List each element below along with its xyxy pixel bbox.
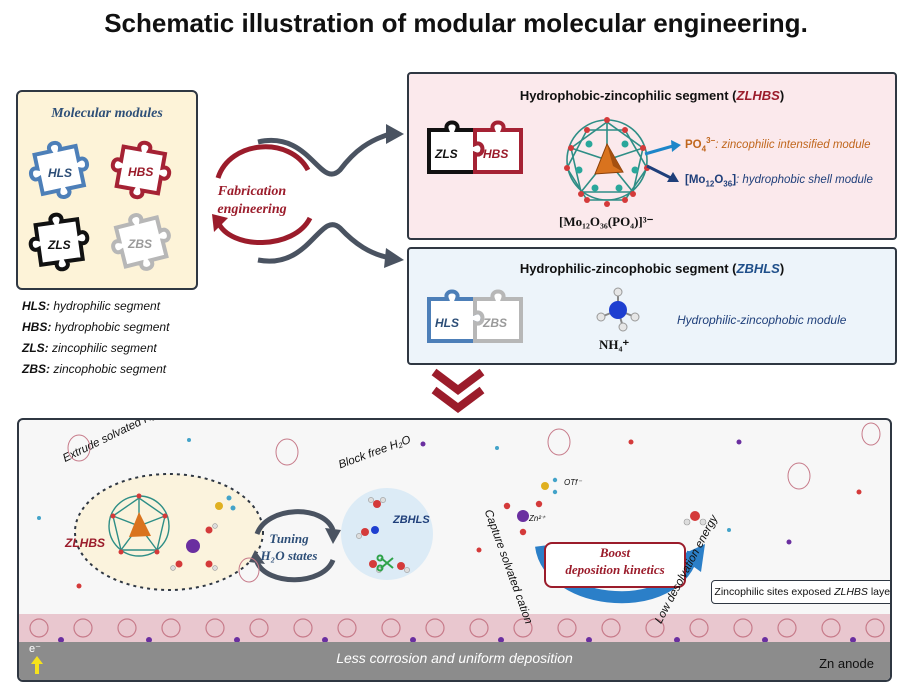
zlhbs-title: Hydrophobic-zincophilic segment (ZLHBS): [519, 88, 785, 103]
zls-puzzle-icon: ZLS: [28, 212, 90, 272]
zbs-puzzle-icon: ZBS: [111, 213, 171, 271]
hbs-piece-label: HBS: [128, 165, 153, 179]
svg-text:ZBS: ZBS: [482, 316, 507, 330]
page-title: Schematic illustration of modular molecu…: [104, 8, 808, 38]
po4-module-label: PO43−: zincophilic intensified module: [685, 136, 871, 154]
electron-label: e⁻: [29, 643, 41, 655]
arrow-up-icon: [386, 124, 404, 144]
puzzle-pieces-graphic: HLS HBS ZLS ZBS: [28, 140, 172, 272]
svg-text:HBS: HBS: [483, 147, 508, 161]
zbs-piece-label: ZBS: [127, 237, 152, 251]
solvated-cation-graphic: [503, 477, 558, 536]
tuning-label: Tuning H₂O states: [260, 531, 318, 563]
module-pointer-arrows: [644, 140, 681, 182]
legend-item: HBS: hydrophobic segment: [22, 320, 170, 334]
zbhls-panel: Hydrophilic-zincophobic segment (ZBHLS) …: [407, 247, 897, 365]
legend-item: ZLS: zincophilic segment: [22, 341, 157, 355]
hbs-puzzle-icon: HBS: [110, 140, 172, 200]
fabrication-label: Fabrication engineering: [217, 184, 287, 217]
zbhls-module-desc: Hydrophilic-zincophobic module: [677, 313, 847, 327]
molecular-modules-title: Molecular modules: [51, 106, 163, 121]
otf-label: OTf⁻: [564, 478, 582, 487]
pom-cluster-graphic: [564, 117, 650, 207]
mechanism-panel: Less corrosion and uniform deposition Zn…: [17, 418, 892, 682]
water-molecule-icon: [683, 511, 707, 526]
hls-zbs-puzzle-icon: HLS ZBS: [427, 289, 523, 343]
zn-anode-label: Zn anode: [819, 656, 874, 671]
cluster-layer-graphic: [29, 618, 885, 643]
svg-text:ZLS: ZLS: [434, 147, 458, 161]
anode-caption: Less corrosion and uniform deposition: [336, 650, 573, 666]
mo-module-label: [Mo12O36]: hydrophobic shell module: [685, 174, 873, 189]
segment-legend: HLS: hydrophilic segment HBS: hydrophobi…: [22, 296, 169, 380]
hls-puzzle-icon: HLS: [29, 141, 89, 199]
svg-text:HLS: HLS: [435, 316, 459, 330]
electron-arrow-icon: [31, 656, 43, 674]
pom-formula: [Mo₁₂O₃₆(PO₄)]³⁻: [559, 214, 654, 229]
ammonium-molecule-icon: [596, 287, 640, 332]
boost-kinetics-box: Boost deposition kinetics: [544, 542, 686, 588]
zls-hbs-puzzle-icon: ZLS HBS: [427, 120, 523, 174]
chevron-down-icon: [431, 368, 485, 413]
zlhbs-solvation-graphic: [74, 473, 264, 591]
zlhbs-layer-callout: Zincophilic sites exposed ZLHBS layer: [711, 580, 890, 604]
zlhbs-label: ZLHBS: [65, 536, 105, 550]
hls-piece-label: HLS: [48, 166, 72, 180]
fabrication-arrows: [212, 124, 404, 268]
zbhls-label: ZBHLS: [393, 514, 430, 526]
legend-item: ZBS: zincophobic segment: [22, 362, 167, 376]
arrow-down-icon: [384, 248, 404, 268]
legend-item: HLS: hydrophilic segment: [22, 299, 161, 313]
scattered-clusters-graphic: [37, 422, 881, 589]
zbhls-title: Hydrophilic-zincophobic segment (ZBHLS): [519, 261, 785, 276]
molecular-modules-panel: Molecular modules HLS HBS ZLS ZBS: [16, 90, 198, 290]
zn-anode: [19, 642, 890, 680]
zbhls-block-graphic: [341, 488, 433, 580]
ammonium-formula: NH₄⁺: [599, 337, 630, 352]
zn-ion-label: Zn²⁺: [529, 514, 546, 523]
tuning-cycle-arrows: [249, 509, 341, 583]
zlhbs-panel: Hydrophobic-zincophilic segment (ZLHBS) …: [407, 72, 897, 240]
zls-piece-label: ZLS: [47, 238, 71, 252]
